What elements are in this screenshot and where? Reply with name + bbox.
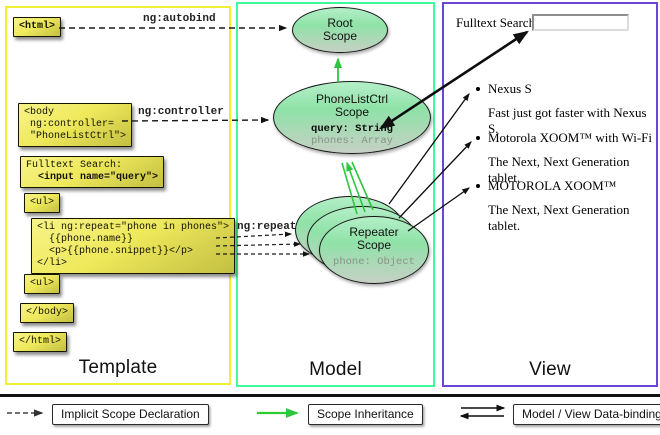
root-scope-title: Root Scope [322,16,358,43]
phonelistctrl-scope-title: PhoneListCtrl Scope [315,92,389,119]
model-column: Model [236,2,435,387]
view-column: View [442,2,658,387]
view-item-name: Motorola XOOM™ with Wi-Fi [488,130,653,145]
view-column-label: View [529,359,571,380]
html-open-tag-box: <html> [13,17,62,37]
repeater-scope-ellipse: Repeater Scope phone: Object [319,216,429,284]
template-column-label: Template [78,357,158,378]
root-scope-ellipse: Root Scope [292,7,388,53]
ng-autobind-label: ng:autobind [143,13,216,25]
bullet-icon [476,184,480,188]
phonelistctrl-scope-ellipse: PhoneListCtrl Scope query: String phones… [273,81,431,154]
ng-controller-label: ng:controller [138,106,224,118]
view-fulltext-search-label: Fulltext Search: [456,15,539,30]
html-open-tag-text: <html> [19,21,56,32]
view-item-desc: The Next, Next Generation tablet. [488,202,630,233]
phonelistctrl-query-prop: query: String [311,123,393,135]
input-tag-text: <input name="query"> [26,172,159,183]
bullet-icon [476,87,480,91]
legend-scope-inheritance-box: Scope Inheritance [308,404,423,425]
view-item-name: MOTOROLA XOOM™ [488,178,617,193]
phonelistctrl-phones-prop: phones: Array [311,135,393,147]
bullet-icon [476,136,480,140]
view-item-name: Nexus S [488,81,532,96]
body-open-tag-box: <body ng:controller= "PhoneListCtrl"> [18,103,133,147]
model-column-label: Model [309,359,362,380]
ul-open-tag-box: <ul> [24,193,61,213]
view-item-desc: The Next, Next Generation tablet. [488,154,630,185]
legend-data-binding-box: Model / View Data-binding [513,404,660,425]
repeater-scope-title: Repeater Scope [349,225,399,252]
li-repeat-code-box: <li ng:repeat="phone in phones"> {{phone… [31,218,236,274]
ng-repeat-label: ng:repeat [237,221,297,233]
view-fulltext-search-input[interactable] [532,14,629,31]
legend-implicit-scope-box: Implicit Scope Declaration [52,404,209,425]
legend-divider [0,394,660,397]
html-close-tag-box: </html> [13,332,68,352]
repeater-phone-prop: phone: Object [333,256,415,268]
ul-close-tag-box: <ul> [24,274,61,294]
fulltext-search-code-label: Fulltext Search: [26,160,123,171]
fulltext-search-code-box: Fulltext Search: <input name="query"> [20,156,165,188]
body-close-tag-box: </body> [20,303,75,323]
